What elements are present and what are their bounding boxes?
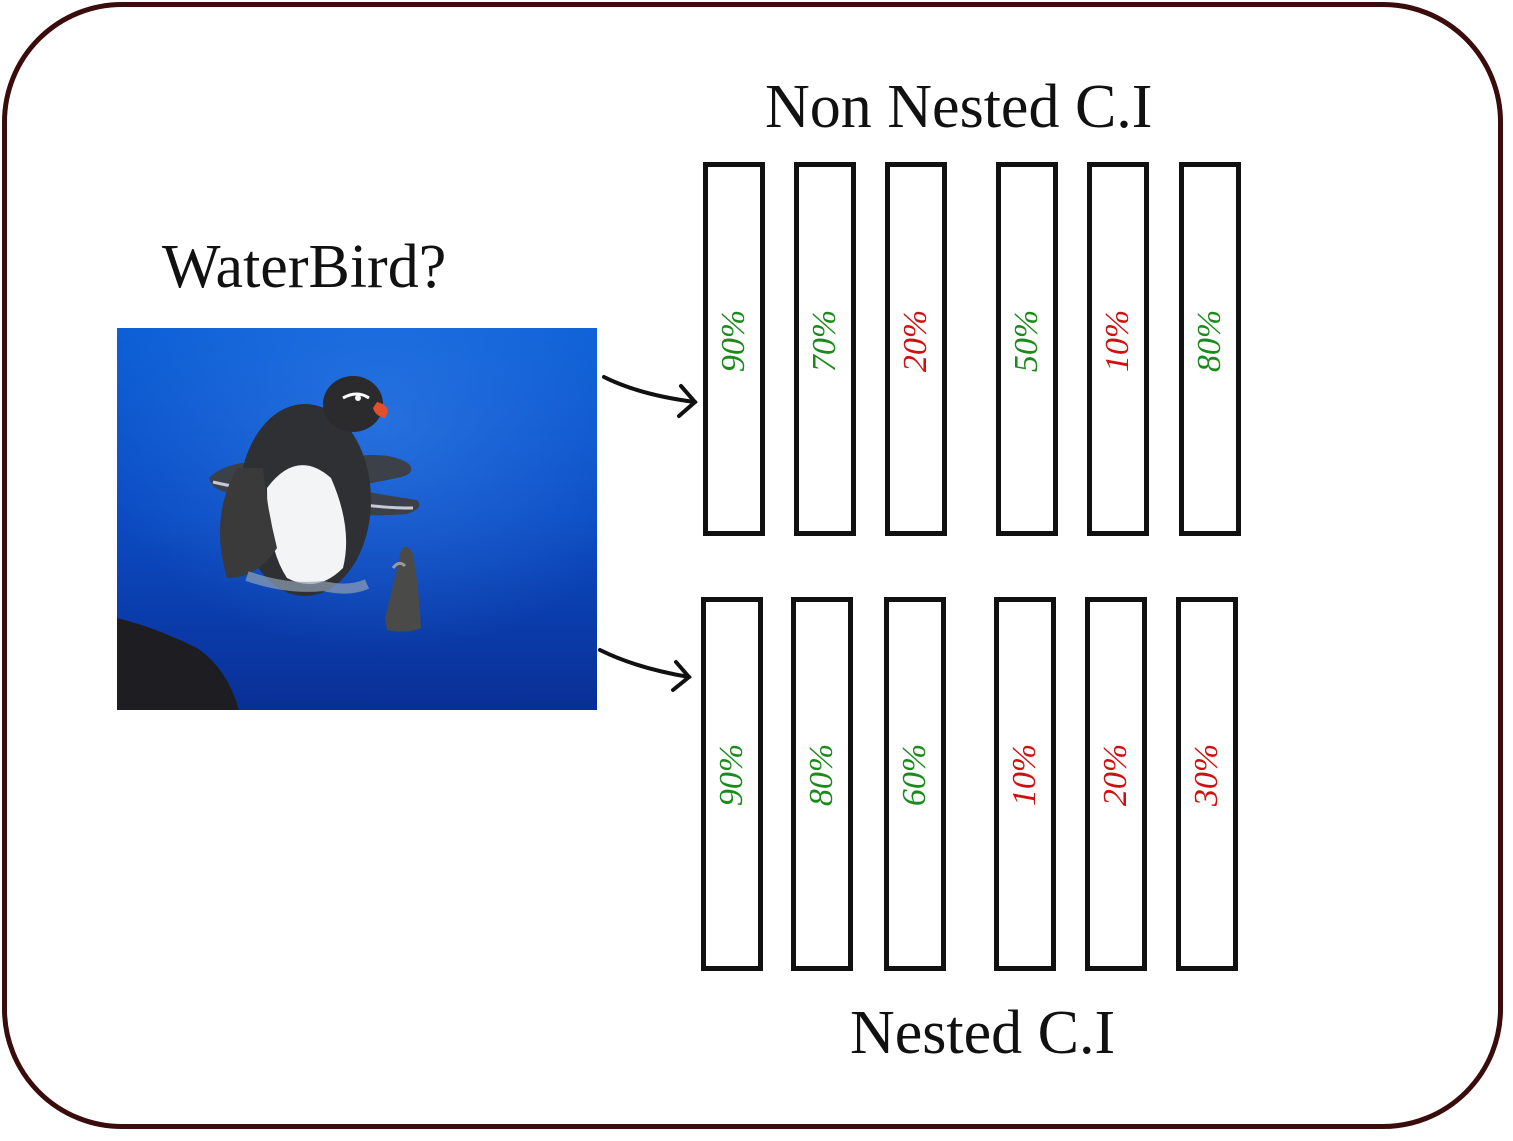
nested-cell-2-value: 80% xyxy=(803,743,840,807)
nested-title: Nested C.I xyxy=(850,999,1116,1067)
question-label: WaterBird? xyxy=(162,233,447,301)
bird-beak xyxy=(373,402,388,418)
bird-wing xyxy=(219,468,277,578)
non-nested-cell-4: 50% xyxy=(996,162,1058,536)
cliff-shape xyxy=(117,618,239,710)
non-nested-cell-1-value: 90% xyxy=(715,309,752,373)
bird-head xyxy=(323,376,383,432)
nested-cell-5: 20% xyxy=(1085,597,1147,971)
nested-cell-3: 60% xyxy=(884,597,946,971)
arrow-to-non-nested xyxy=(602,375,698,418)
non-nested-cell-2-value: 70% xyxy=(806,309,843,373)
non-nested-cell-4-value: 50% xyxy=(1008,309,1045,373)
non-nested-cell-6: 80% xyxy=(1179,162,1241,536)
nested-cell-1-value: 90% xyxy=(713,743,750,807)
non-nested-cell-5: 10% xyxy=(1087,162,1149,536)
non-nested-cell-6-value: 80% xyxy=(1191,309,1228,373)
waterbird-photo-drawing xyxy=(117,328,597,710)
arrow-to-nested xyxy=(598,648,692,692)
nested-cell-4-value: 10% xyxy=(1006,743,1043,807)
nested-cell-2: 80% xyxy=(791,597,853,971)
diagram-frame xyxy=(2,2,1503,1129)
non-nested-cell-3-value: 20% xyxy=(897,309,934,373)
non-nested-cell-2: 70% xyxy=(794,162,856,536)
nested-cell-6-value: 30% xyxy=(1188,743,1225,807)
non-nested-title: Non Nested C.I xyxy=(765,73,1153,141)
nested-cell-1: 90% xyxy=(701,597,763,971)
non-nested-cell-1: 90% xyxy=(703,162,765,536)
nested-cell-3-value: 60% xyxy=(896,743,933,807)
bird-belly xyxy=(267,465,347,585)
waterbird-photo xyxy=(117,328,597,710)
non-nested-cell-5-value: 10% xyxy=(1099,309,1136,373)
nested-cell-6: 30% xyxy=(1176,597,1238,971)
nested-cell-4: 10% xyxy=(994,597,1056,971)
nested-cell-5-value: 20% xyxy=(1097,743,1134,807)
non-nested-cell-3: 20% xyxy=(885,162,947,536)
sea-stack-shape xyxy=(385,546,421,632)
